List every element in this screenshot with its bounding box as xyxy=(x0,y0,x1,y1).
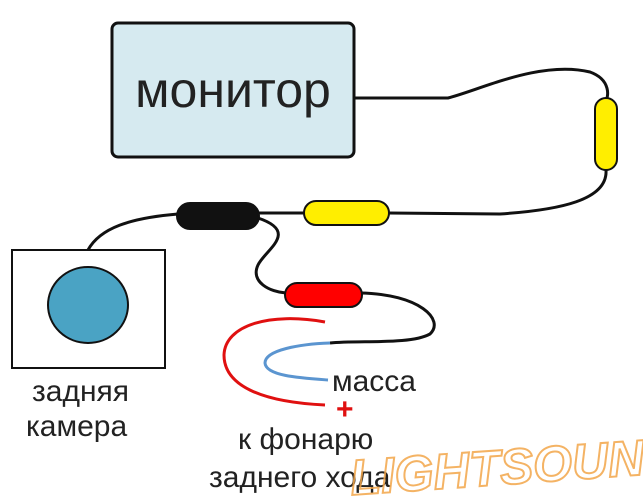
wire-monitor-to-yellow-connector xyxy=(354,67,610,102)
wire-red-power xyxy=(222,317,326,407)
red-connector xyxy=(284,282,363,308)
monitor-box xyxy=(110,21,356,159)
black-connector xyxy=(176,202,260,230)
rear-camera xyxy=(11,249,166,369)
wire-black-to-camera xyxy=(86,212,179,251)
camera-lens-icon xyxy=(47,266,129,344)
monitor-label: монитор xyxy=(135,62,331,118)
ground-label: масса xyxy=(332,365,416,398)
wire-black-to-red xyxy=(254,216,287,295)
camera-label-line2: камера xyxy=(26,410,127,443)
power-label-line2: заднего хода xyxy=(209,461,391,494)
watermark: LIGHTSOUND xyxy=(348,427,643,500)
wire-blue-ground xyxy=(263,341,331,382)
monitor: монитор xyxy=(110,21,356,159)
wire-yellow-loop xyxy=(387,169,608,216)
wire-red-connector-to-end xyxy=(329,291,436,345)
camera-label-line1: задняя xyxy=(32,375,129,408)
yellow-connector-vertical xyxy=(594,97,618,171)
power-label-line1: к фонарю xyxy=(238,423,373,456)
yellow-connector-horizontal xyxy=(303,200,390,226)
plus-sign: + xyxy=(336,393,354,426)
